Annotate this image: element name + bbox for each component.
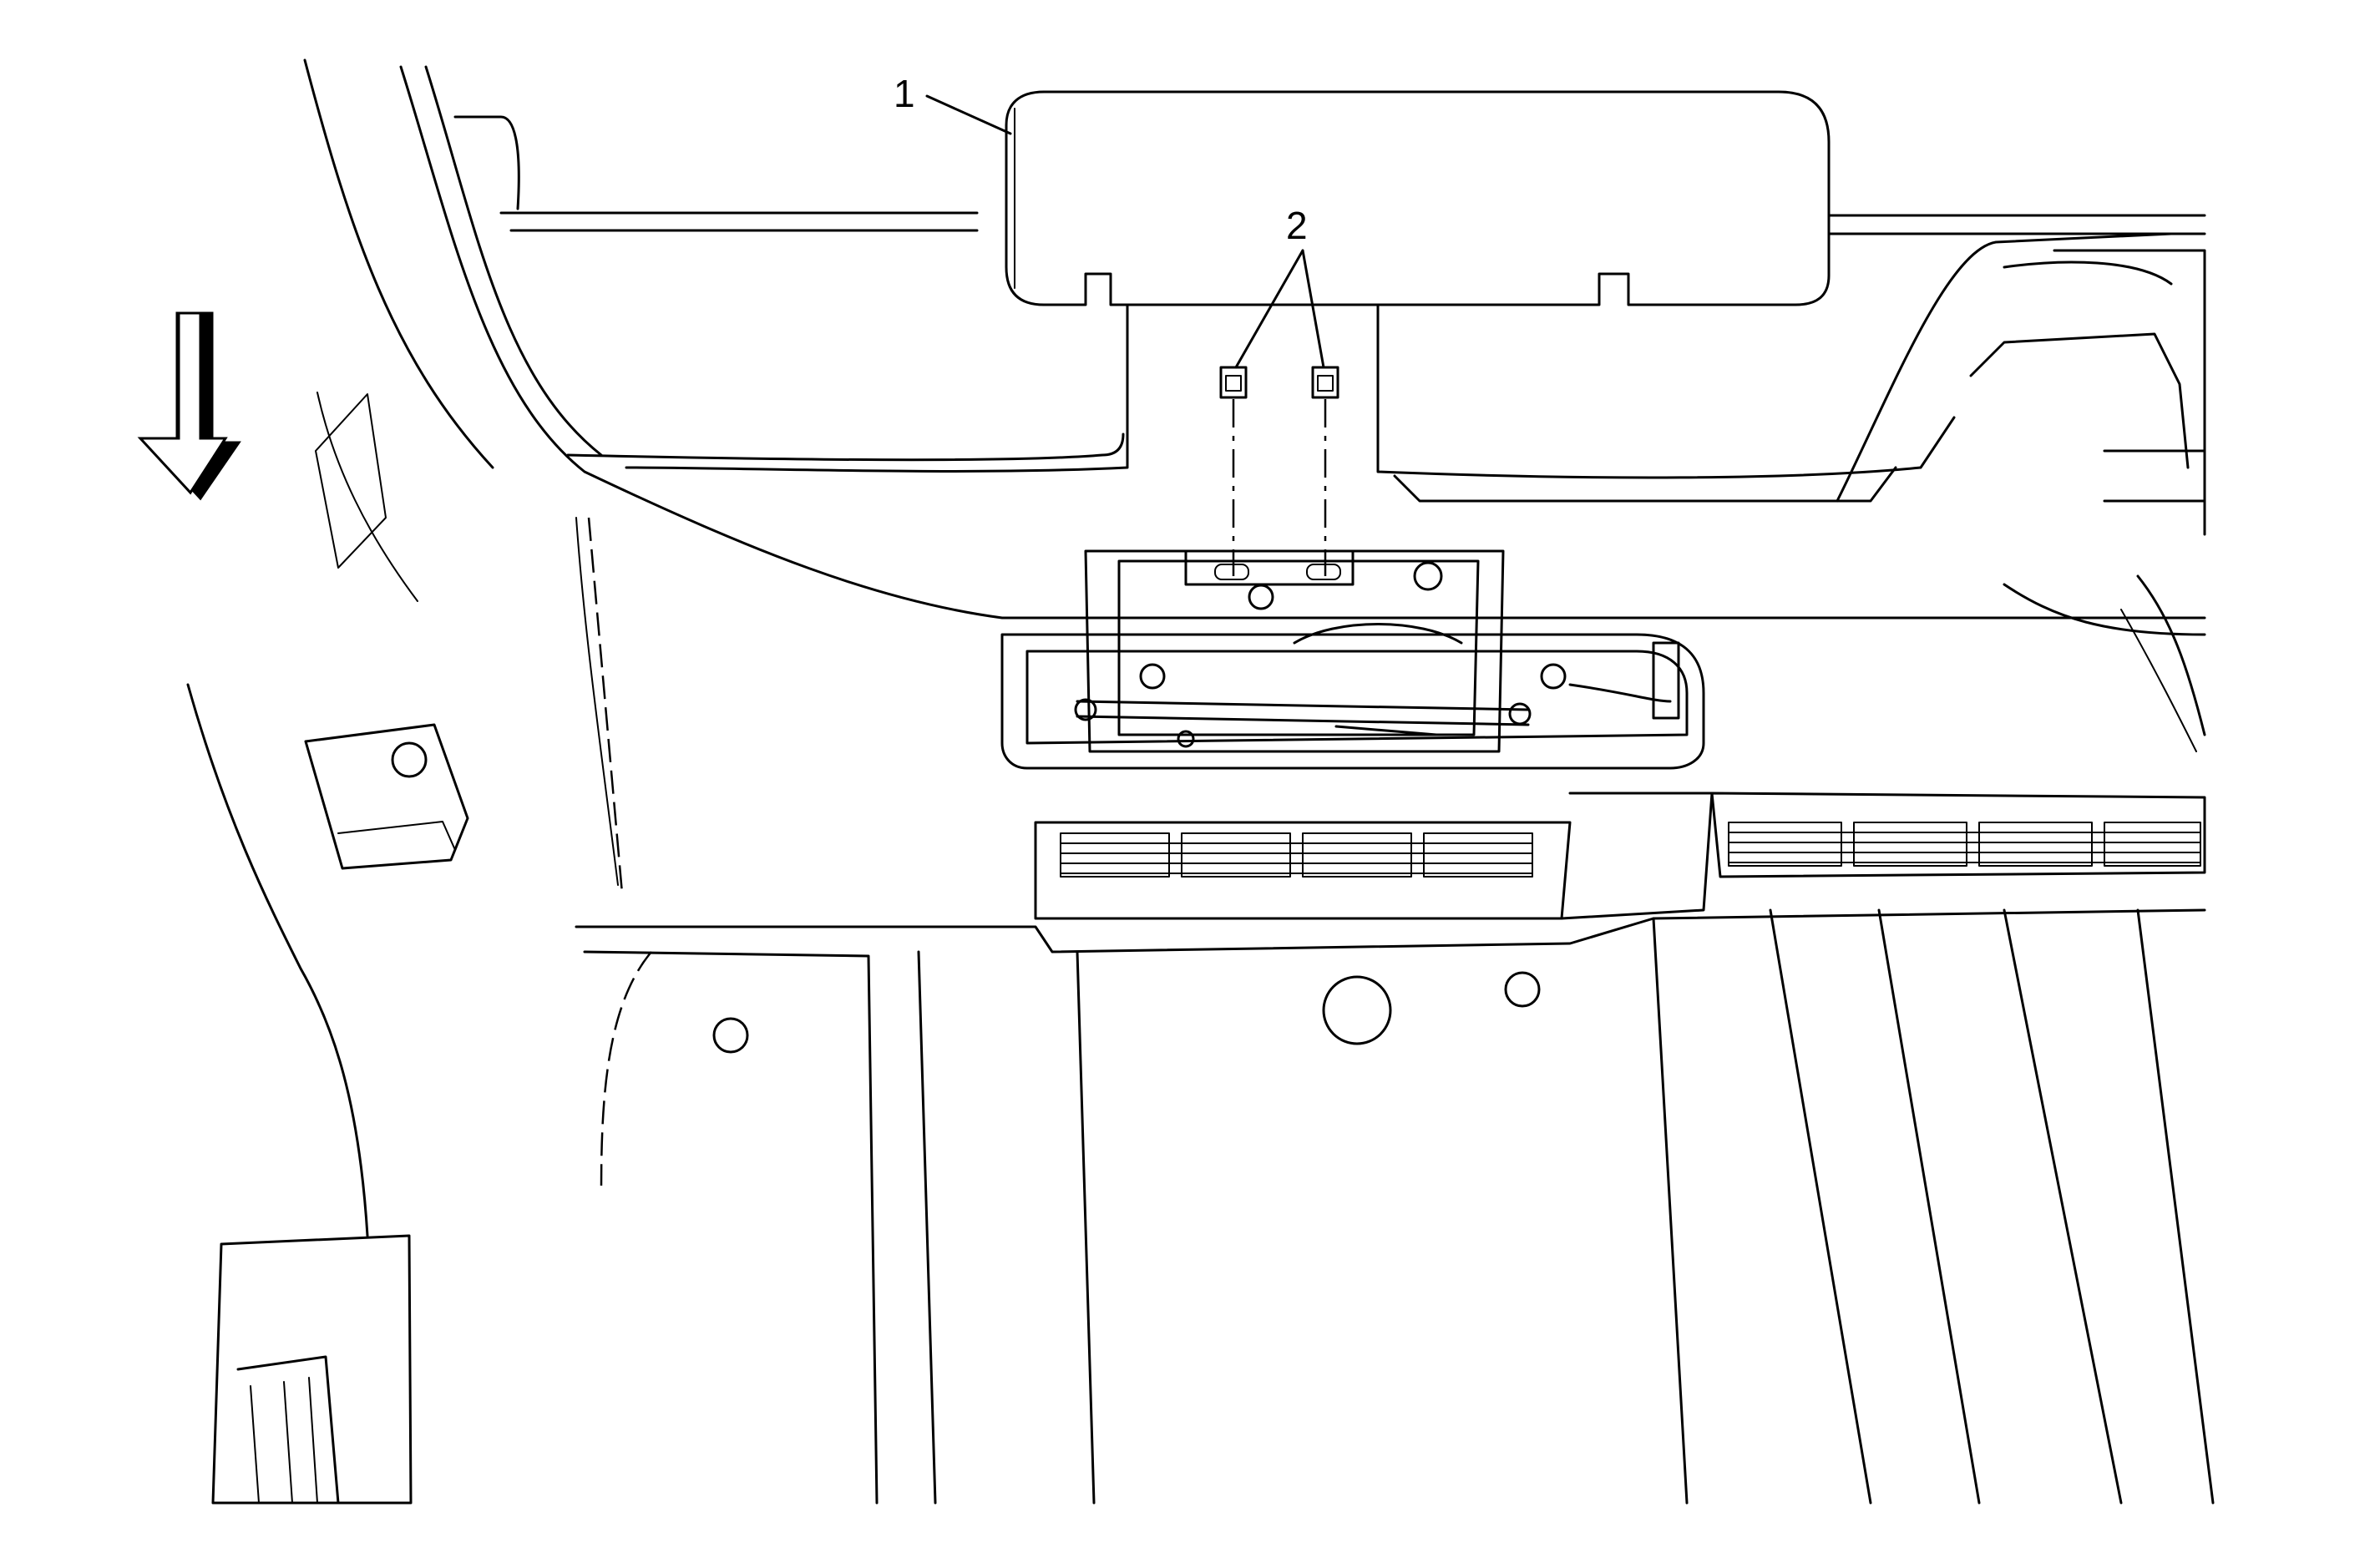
trim-panel-item-1 bbox=[1005, 90, 1831, 306]
floor-pan bbox=[575, 908, 2215, 1505]
callout-label-1: 1 bbox=[894, 72, 915, 115]
left-pillar-trim bbox=[186, 58, 624, 1237]
floor-vent-left bbox=[1034, 821, 1572, 920]
trim-cover bbox=[304, 723, 469, 870]
hinge-bracket-assembly bbox=[1000, 549, 1705, 770]
left-sill-plate bbox=[211, 1234, 413, 1505]
callout-label-2: 2 bbox=[1286, 204, 1308, 247]
instrument-panel bbox=[399, 65, 2206, 752]
direction-arrow-icon bbox=[137, 311, 241, 501]
floor-vent-right bbox=[1560, 792, 2206, 920]
callout-leaders bbox=[925, 94, 1325, 369]
retainer-clips-item-2 bbox=[1219, 366, 1339, 576]
